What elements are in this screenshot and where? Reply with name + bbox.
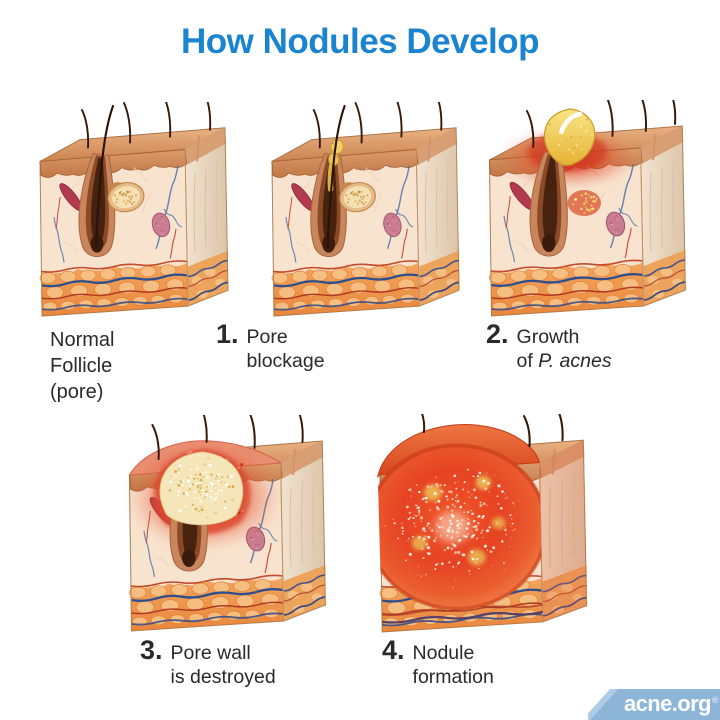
- illustration-normal-follicle: [30, 102, 242, 322]
- step-number: 3.: [140, 635, 163, 665]
- step-number: 1.: [216, 319, 239, 349]
- logo-wordmark: acne.org: [624, 691, 712, 716]
- dermal-gland: [605, 211, 626, 237]
- label-line: blockage: [247, 349, 325, 373]
- sebaceous-gland: [107, 182, 145, 213]
- subcutaneous-fat-layer: [271, 260, 420, 317]
- label-text-part: Pore wall: [170, 642, 251, 664]
- dermal-gland: [151, 212, 171, 238]
- skin-side-face: [280, 440, 326, 622]
- hair-icon: [151, 424, 160, 460]
- label-line: Normal: [50, 327, 114, 353]
- label-text-part: formation: [412, 666, 494, 688]
- label-line: Nodule: [413, 641, 494, 665]
- skin-block-illustration: [376, 414, 588, 633]
- label-text-part: blockage: [246, 350, 325, 372]
- acne-org-logo: acne.org®: [588, 689, 720, 720]
- hair-icon: [437, 102, 443, 131]
- logo-wordmark-wrap: acne.org®: [624, 691, 719, 717]
- hair-icon: [606, 100, 614, 137]
- label-line: of P. acnes: [517, 349, 612, 373]
- step-number: 4.: [382, 635, 405, 665]
- page-title: How Nodules Develop: [180, 22, 540, 61]
- hair-icon: [81, 108, 90, 149]
- epidermis-layer: [271, 149, 419, 178]
- hair-icon: [641, 100, 647, 132]
- illustration-nodule-formation: [369, 414, 602, 638]
- label-line: Growth: [517, 325, 612, 349]
- label-line: formation: [413, 665, 494, 689]
- species-name: P. acnes: [538, 350, 612, 372]
- label-text-part: Pore: [246, 326, 288, 348]
- label-text-part: Growth: [516, 326, 580, 348]
- subcutaneous-fat-layer: [129, 574, 284, 631]
- label-text-part: (pore): [50, 381, 104, 403]
- label-line: Follicle: [50, 353, 114, 379]
- label-line: (pore): [50, 379, 114, 405]
- label-line: is destroyed: [171, 665, 276, 689]
- label-line: Pore wall: [171, 641, 276, 665]
- hair-icon: [206, 102, 212, 131]
- subcutaneous-fat-layer: [39, 260, 189, 317]
- logo-banner: [588, 689, 720, 720]
- hair-icon: [354, 102, 363, 144]
- illustration-pore-blockage: [262, 102, 473, 322]
- skin-side-face: [415, 127, 460, 307]
- hair-icon: [202, 415, 208, 443]
- hair-icon: [312, 108, 321, 149]
- hair-icon: [94, 104, 115, 248]
- hair-icon: [165, 102, 172, 138]
- step-number: 2.: [486, 319, 509, 349]
- skin-side-face: [538, 439, 588, 623]
- infected-gland: [567, 190, 601, 216]
- hair-icon: [123, 102, 132, 144]
- p-acnes-balloon: [544, 108, 596, 166]
- hair-icon: [396, 102, 403, 138]
- skin-side-face: [184, 127, 229, 307]
- subcutaneous-fat-layer: [489, 259, 644, 316]
- label-line: Pore: [247, 325, 325, 349]
- pus-mass: [159, 451, 244, 526]
- hair-follicle: [529, 151, 568, 257]
- label-text-part: of: [516, 350, 539, 372]
- skin-block-illustration: [39, 102, 229, 317]
- hair-icon: [558, 414, 564, 442]
- label-text-part: Nodule: [412, 642, 475, 664]
- label-text-part: Normal: [50, 329, 115, 351]
- hair-icon: [421, 414, 426, 434]
- skin-side-face: [640, 125, 686, 307]
- hair-icon: [525, 110, 535, 148]
- hair-icon: [672, 100, 677, 125]
- hair-icon: [298, 415, 304, 443]
- hair-icon: [522, 415, 531, 448]
- illustration-growth-of-p-acnes: [479, 100, 700, 322]
- hair-icon: [326, 104, 346, 248]
- label-text-part: is destroyed: [170, 666, 276, 688]
- sebaceous-gland: [339, 182, 376, 213]
- blood-vessels: [285, 165, 414, 263]
- registered-mark-icon: ®: [711, 694, 719, 705]
- skin-block-illustration: [271, 102, 460, 317]
- dermal-gland: [383, 212, 402, 238]
- skin-block-illustration: [127, 415, 326, 632]
- illustration-pore-wall-destroyed: [119, 415, 340, 637]
- nodule-ball: [377, 443, 543, 611]
- epidermis-layer: [39, 149, 187, 178]
- skin-block-illustration: [488, 100, 686, 317]
- hair-icon: [249, 415, 256, 449]
- label-text-part: Follicle: [50, 355, 113, 377]
